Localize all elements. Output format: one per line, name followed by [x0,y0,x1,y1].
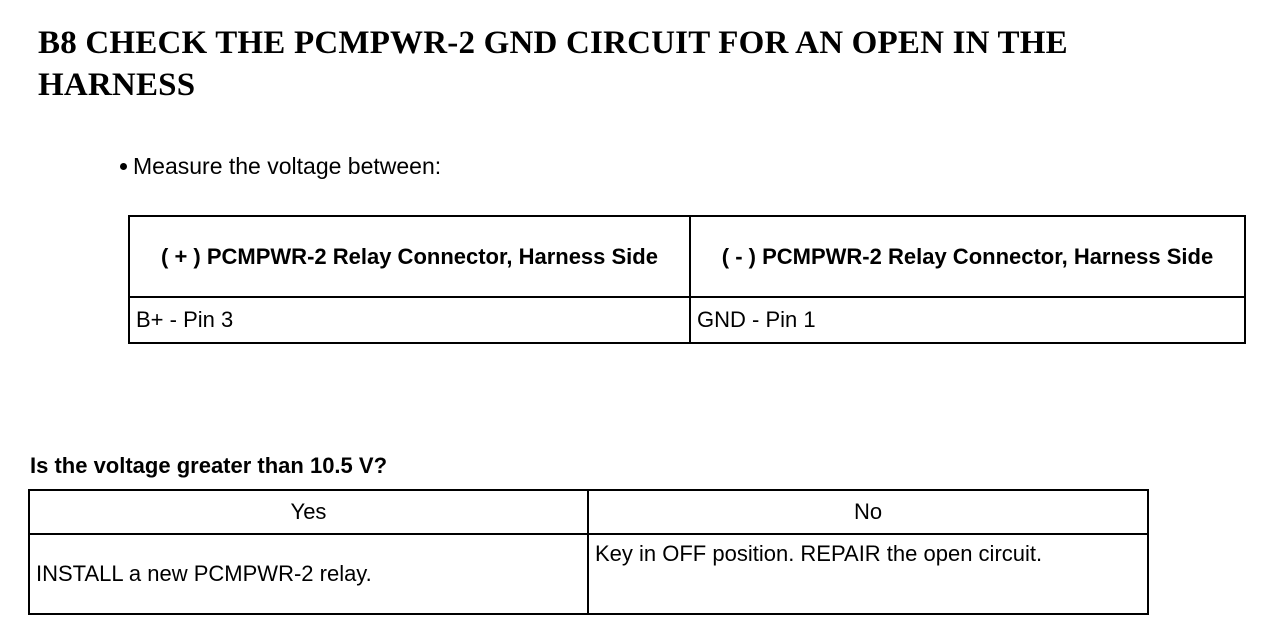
table-header-row: ( + ) PCMPWR-2 Relay Connector, Harness … [128,215,1246,298]
page-title: B8 CHECK THE PCMPWR-2 GND CIRCUIT FOR AN… [38,25,1068,103]
decision-header-yes: Yes [28,489,589,535]
table-header-row: Yes No [28,489,1149,535]
measurement-value-positive: B+ - Pin 3 [128,296,691,344]
decision-action-no: Key in OFF position. REPAIR the open cir… [587,533,1149,615]
measurement-table: ( + ) PCMPWR-2 Relay Connector, Harness … [128,215,1246,344]
decision-question: Is the voltage greater than 10.5 V? [30,453,388,478]
table-row: INSTALL a new PCMPWR-2 relay. Key in OFF… [28,533,1149,615]
measurement-header-positive: ( + ) PCMPWR-2 Relay Connector, Harness … [128,215,691,298]
table-row: B+ - Pin 3 GND - Pin 1 [128,296,1246,344]
instruction-text: Measure the voltage between: [133,153,442,179]
decision-table: Yes No INSTALL a new PCMPWR-2 relay. Key… [28,489,1149,615]
instruction-bullet-row: Measure the voltage between: [120,152,441,180]
bullet-point-icon [120,163,127,170]
decision-header-no: No [587,489,1149,535]
decision-action-yes: INSTALL a new PCMPWR-2 relay. [28,533,589,615]
measurement-value-negative: GND - Pin 1 [689,296,1246,344]
measurement-header-negative: ( - ) PCMPWR-2 Relay Connector, Harness … [689,215,1246,298]
